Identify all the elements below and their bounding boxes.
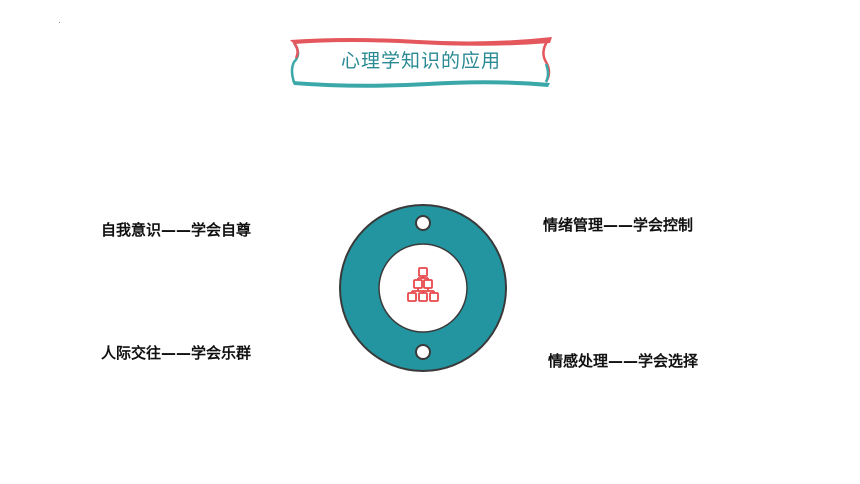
item-self-awareness: 自我意识——学会自尊: [101, 221, 252, 239]
corner-dot: [59, 22, 60, 23]
page-title: 心理学知识的应用: [340, 50, 501, 72]
top-node: [415, 215, 431, 231]
title-banner-frame: [290, 37, 552, 88]
center-ring: [339, 204, 507, 372]
hierarchy-icon: [407, 267, 439, 302]
item-emotion-handling: 情感处理——学会选择: [548, 352, 699, 370]
title-banner: 心理学知识的应用: [288, 34, 554, 88]
bottom-node: [415, 344, 431, 360]
item-emotion-management: 情绪管理——学会控制: [543, 216, 694, 234]
item-interpersonal: 人际交往——学会乐群: [101, 344, 252, 362]
inner-circle: [378, 243, 468, 333]
